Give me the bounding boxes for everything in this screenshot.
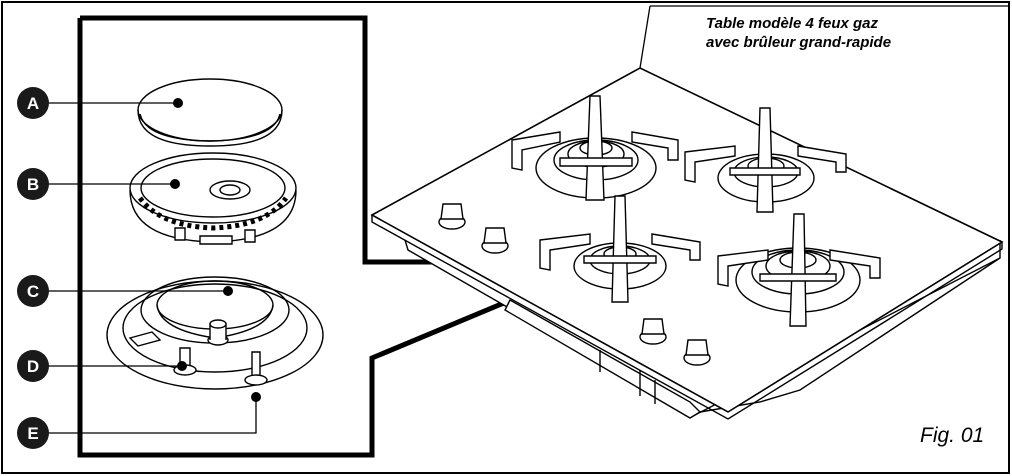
burner-bottom-right (717, 213, 881, 327)
svg-text:A: A (27, 94, 39, 113)
badge-e: E (17, 417, 49, 449)
burner-top-left (511, 95, 679, 201)
leader-dot-e (251, 392, 261, 402)
flame-spreader (129, 152, 297, 245)
figure-caption: Table modèle 4 feux gaz avec brûleur gra… (706, 14, 946, 52)
caption-line-1: Table modèle 4 feux gaz (706, 15, 878, 32)
badge-a: A (17, 87, 49, 119)
svg-text:B: B (27, 175, 39, 194)
svg-text:E: E (27, 424, 38, 443)
leader-dot-c (223, 286, 233, 296)
leader-dot-b (170, 179, 180, 189)
leader-e (48, 397, 257, 434)
knob (481, 227, 509, 254)
svg-text:C: C (27, 282, 39, 301)
burner-cap (137, 78, 283, 147)
caption-line-2: avec brûleur grand-rapide (706, 34, 892, 51)
leader-dot-d (177, 361, 187, 371)
burner-bottom-left (539, 195, 701, 303)
badge-c: C (17, 275, 49, 307)
badge-d: D (17, 350, 49, 382)
svg-text:D: D (27, 357, 39, 376)
callout-outline-bottom (77, 18, 579, 458)
knob (683, 339, 711, 366)
leader-dot-a (173, 98, 183, 108)
figure-number: Fig. 01 (920, 424, 985, 447)
burner-base (106, 276, 324, 390)
knob (639, 318, 667, 345)
knob (438, 203, 466, 230)
badge-b: B (17, 168, 49, 200)
caption-leader (639, 5, 651, 69)
gas-hob (370, 67, 1004, 420)
burner-top-right (684, 107, 847, 213)
